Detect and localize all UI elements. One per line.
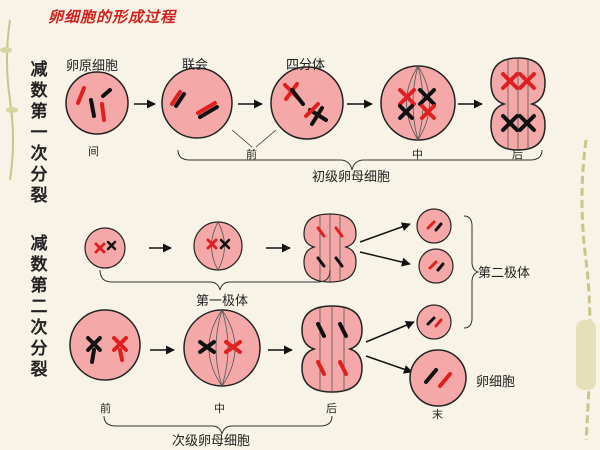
bracket-secondary-oocyte	[103, 415, 333, 435]
cell-polar-body-prophase2	[84, 227, 126, 269]
arrow-7	[359, 222, 411, 243]
bamboo-decoration-left	[0, 20, 18, 180]
arrow-11	[365, 320, 415, 343]
label-telophase2: 末	[432, 408, 443, 421]
bracket-first-polar-body	[99, 269, 331, 291]
cell-synapsis	[161, 67, 233, 139]
cell-polar-body-metaphase2	[193, 221, 243, 271]
label-oogonium: 卵原细胞	[66, 59, 119, 74]
label-secondary-oocyte: 次级卵母细胞	[172, 434, 251, 449]
label-second-polar-body: 第二极体	[478, 266, 531, 281]
second-polar-body-3	[416, 304, 452, 340]
cell-metaphase1	[380, 65, 456, 141]
label-prophase2: 前	[100, 402, 111, 415]
bracket-prophase1-lines	[231, 129, 277, 148]
meiosis-first-label-text: 减数第一次分裂	[30, 60, 48, 206]
second-polar-body-1	[416, 208, 452, 244]
label-metaphase2: 中	[214, 402, 225, 415]
label-interphase: 间	[88, 145, 99, 158]
meiosis-second-label-text: 减数第二次分裂	[30, 234, 48, 380]
label-anaphase2: 后	[326, 402, 337, 415]
label-first-polar-body: 第一极体	[196, 294, 249, 309]
cell-secondary-oocyte-metaphase2	[183, 309, 261, 387]
label-anaphase1: 后	[512, 148, 523, 161]
arrow-8	[359, 251, 411, 267]
cell-anaphase1	[490, 57, 546, 151]
cell-interphase	[65, 71, 129, 135]
diagram-title: 卵细胞的形成过程	[48, 8, 177, 26]
bracket-primary-oocyte	[177, 149, 543, 171]
label-prophase1: 前	[246, 148, 257, 161]
label-metaphase1: 中	[412, 148, 423, 161]
label-tetrad: 四分体	[286, 58, 326, 73]
bamboo-decoration-right	[576, 140, 596, 440]
cell-tetrad	[270, 66, 344, 140]
arrow-12	[365, 355, 413, 374]
cell-secondary-oocyte-anaphase2	[301, 305, 363, 393]
cell-secondary-oocyte-prophase2	[69, 309, 141, 381]
second-polar-body-2	[418, 248, 454, 284]
label-synapsis: 联会	[182, 58, 209, 73]
label-primary-oocyte: 初级卵母细胞	[312, 170, 391, 185]
egg-cell	[409, 349, 467, 407]
cell-polar-body-anaphase2	[303, 213, 357, 283]
bracket-second-polar-body	[463, 215, 480, 329]
label-egg-cell: 卵细胞	[476, 375, 516, 390]
meiosis-second-label: 减数第二次分裂	[28, 234, 50, 381]
meiosis-first-label: 减数第一次分裂	[28, 60, 50, 207]
